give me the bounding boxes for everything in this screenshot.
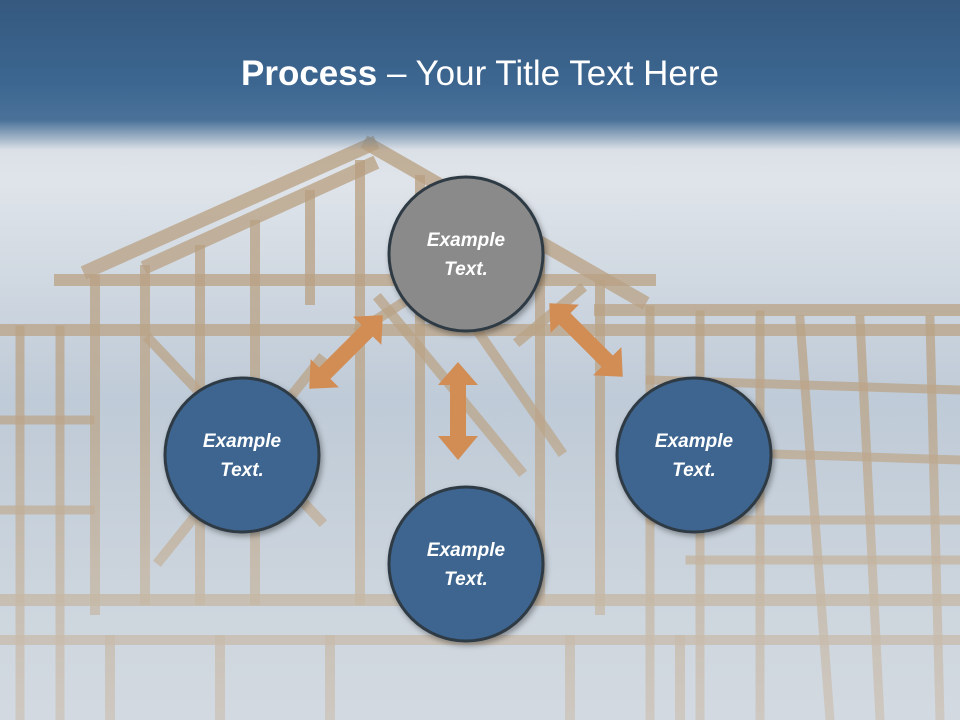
left-double-arrow [309, 315, 383, 389]
node-text-line2-right: Text. [672, 460, 716, 481]
node-text-line1-top: Example [427, 230, 506, 251]
node-text-line2-top: Text. [444, 259, 488, 280]
title-rest: – Your Title Text Here [377, 54, 719, 93]
node-circle-left [163, 376, 321, 534]
node-circle-bottom [387, 485, 545, 643]
node-circle-right [615, 376, 773, 534]
title-bold: Process [241, 54, 378, 93]
right-double-arrow [549, 303, 623, 377]
node-text-line2-left: Text. [220, 460, 264, 481]
arrows [309, 303, 623, 460]
title-bar [0, 0, 960, 150]
nodes: ExampleText.ExampleText.ExampleText.Exam… [163, 175, 773, 643]
node-text-line1-left: Example [203, 431, 282, 452]
node-text-line2-bottom: Text. [444, 569, 488, 590]
node-text-line1-bottom: Example [427, 540, 506, 561]
node-circle-top [387, 175, 545, 333]
slide-title: Process – Your Title Text Here [0, 52, 960, 96]
node-text-line1-right: Example [655, 431, 734, 452]
vertical-double-arrow [438, 362, 478, 460]
